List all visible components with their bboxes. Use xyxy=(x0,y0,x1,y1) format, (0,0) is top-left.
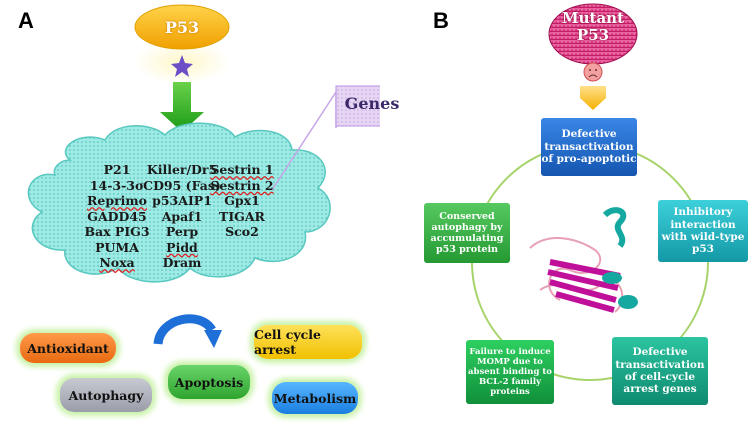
gene-column-1: P21 14-3-3σ Reprimo GADD45 Bax PIG3 PUMA… xyxy=(82,162,152,271)
genes-callout-label: Genes xyxy=(344,94,400,113)
outcome-autophagy: Autophagy xyxy=(60,378,152,412)
gene-gpx1: Gpx1 xyxy=(224,193,260,208)
gene-dram: Dram xyxy=(162,255,202,270)
sad-face-icon xyxy=(583,62,603,82)
mutant-p53-label: Mutant P53 xyxy=(562,9,624,44)
gene-column-3: Sestrin 1 Sestrin 2 Gpx1 TIGAR Sco2 xyxy=(206,162,278,240)
gene-sestrin2: Sestrin 2 xyxy=(210,177,274,193)
panel-a-label: A xyxy=(18,8,34,33)
box-failure-momp: Failure to induce MOMP due to absent bin… xyxy=(466,340,554,404)
gene-cd95: CD95 (Fas) xyxy=(143,177,221,193)
outcome-antioxidant: Antioxidant xyxy=(20,333,116,363)
gene-reprimo: Reprimo xyxy=(87,193,147,208)
genes-cloud xyxy=(27,122,331,283)
gene-apaf1: Apaf1 xyxy=(161,208,203,224)
gene-pidd: Pidd xyxy=(166,239,198,255)
panel-b-graphics xyxy=(471,3,709,381)
outcome-apoptosis: Apoptosis xyxy=(168,365,250,399)
gene-p53aip1: p53AIP1 xyxy=(152,193,212,208)
gene-perp: Perp xyxy=(165,224,199,239)
gene-puma: PUMA xyxy=(95,239,139,255)
gene-bax-pig3: Bax PIG3 xyxy=(84,224,150,239)
box-defective-cell-cycle: Defective transactivation of cell-cycle … xyxy=(612,337,708,405)
gene-noxa: Noxa xyxy=(99,255,135,270)
p53-node xyxy=(134,4,230,50)
p53-label: P53 xyxy=(164,18,200,37)
box-inhibitory-interaction: Inhibitory interaction with wild-type p5… xyxy=(658,200,748,262)
box-defective-pro-apoptotic: Defective transactivation of pro-apoptot… xyxy=(541,118,637,176)
star-icon xyxy=(171,55,193,77)
panel-a-graphics xyxy=(27,4,380,348)
chevron-down-icon xyxy=(580,86,606,110)
gene-tigar: TIGAR xyxy=(219,208,265,224)
outcome-metabolism: Metabolism xyxy=(272,382,358,414)
gene-sestrin1: Sestrin 1 xyxy=(210,162,274,177)
down-arrow-icon xyxy=(160,82,204,132)
gene-killer-dr5: Killer/Dr5 xyxy=(146,162,218,177)
outcome-cell-cycle-arrest: Cell cycle arrest xyxy=(254,325,362,359)
gene-gadd45: GADD45 xyxy=(87,208,147,224)
genes-callout-box xyxy=(335,85,380,127)
protein-structure-icon xyxy=(529,207,638,313)
curved-arrow-icon xyxy=(204,330,222,348)
box-conserved-autophagy: Conserved autophagy by accumulating p53 … xyxy=(424,203,510,263)
gene-14-3-3: 14-3-3σ xyxy=(89,177,145,193)
gene-p21: P21 xyxy=(103,162,131,177)
panel-b-label: B xyxy=(433,8,449,33)
gene-sco2: Sco2 xyxy=(225,224,259,239)
gene-column-2: Killer/Dr5 CD95 (Fas) p53AIP1 Apaf1 Perp… xyxy=(140,162,224,271)
